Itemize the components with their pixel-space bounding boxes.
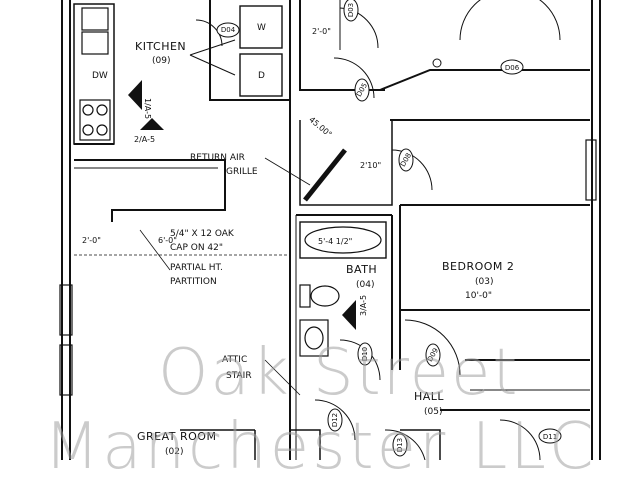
- dimension-6-0: 6'-0": [158, 236, 177, 245]
- dryer-label: D: [258, 71, 265, 81]
- dimension-2-0-top: 2'-0": [312, 27, 331, 36]
- kitchen-sink: [81, 7, 109, 31]
- toilet-tank: [299, 284, 311, 308]
- note-stair: STAIR: [226, 371, 252, 381]
- dimension-tub: 5'-4 1/2": [318, 237, 352, 246]
- note-oak-cap-2: CAP ON 42": [170, 243, 223, 253]
- burner: [96, 124, 108, 136]
- great-room-number: (02): [165, 447, 183, 457]
- note-return-air: RETURN AIR: [190, 153, 245, 163]
- door-tag-d04: D04: [216, 22, 240, 38]
- bath-label: BATH: [346, 263, 377, 276]
- door-tag-label: D12: [331, 413, 339, 427]
- door-tag-d13: D13: [392, 433, 408, 457]
- section-mark-2: 2/A-5: [134, 135, 155, 144]
- door-swing: [499, 419, 541, 460]
- burner: [82, 104, 94, 116]
- door-tag-d12: D12: [327, 408, 343, 432]
- burner: [82, 124, 94, 136]
- door-swing: [384, 429, 426, 460]
- kitchen-label: KITCHEN: [135, 40, 186, 53]
- laundry-closet: [209, 0, 291, 101]
- dimension-2-0-left: 2'-0": [82, 236, 101, 245]
- bedroom-2-number: (03): [475, 277, 493, 287]
- section-mark-3: 3/A-5: [359, 295, 368, 316]
- door-swing-double: [459, 0, 561, 41]
- hall-wall-top: [379, 69, 590, 91]
- bifold-door: [189, 39, 236, 76]
- closet-wall: [299, 0, 385, 91]
- watermark-line-1: Oak Street: [158, 336, 520, 410]
- door-tag-label: D13: [396, 438, 404, 452]
- door-tag-d10: D10: [357, 342, 373, 366]
- window-left-2: [59, 344, 73, 396]
- bath-sink: [304, 326, 324, 350]
- note-attic: ATTIC: [222, 355, 247, 365]
- section-marker-triangle: [128, 80, 142, 110]
- kitchen-range: [79, 99, 111, 141]
- dryer-box: [239, 53, 283, 97]
- floor-plan: D03 D04 D05 D06 D08 D09 D10 D11: [59, 0, 601, 460]
- bath-number: (04): [356, 280, 374, 290]
- door-tag-d06: D06: [500, 59, 524, 75]
- return-air-grille: [303, 148, 347, 202]
- great-room-label: GREAT ROOM: [137, 430, 216, 443]
- hall-number: (05): [424, 407, 442, 417]
- fixture: [432, 58, 442, 68]
- door-tag-label: D10: [361, 347, 369, 361]
- hall-label: HALL: [414, 390, 444, 403]
- kitchen-sink-2: [81, 31, 109, 55]
- door-tag-label: D11: [543, 433, 557, 441]
- door-swing: [391, 149, 433, 191]
- door-tag-d05: D05: [354, 78, 370, 102]
- door-tag-d03: D03: [343, 0, 359, 22]
- stair-wall: [290, 429, 321, 460]
- window-left: [59, 284, 73, 336]
- tub-basin: [304, 226, 382, 254]
- bathtub: [299, 221, 387, 259]
- dimension-2-10: 2'10": [360, 161, 381, 170]
- note-oak-cap-4: PARTITION: [170, 277, 217, 287]
- door-swing: [333, 57, 375, 99]
- watermark-line-2: Manchester LLC: [44, 410, 597, 484]
- kitchen-number: (09): [152, 56, 170, 66]
- washer-box: [239, 5, 283, 49]
- door-swing: [314, 399, 356, 441]
- bedroom-2-size: 10'-0": [465, 291, 492, 301]
- window-right: [585, 139, 597, 201]
- dimension-45: 45.00°: [307, 115, 333, 139]
- partial-partition: [74, 159, 226, 222]
- section-marker-triangle: [140, 118, 164, 130]
- dishwasher-label: DW: [92, 71, 108, 81]
- door-swing: [195, 19, 223, 47]
- door-tag-label: D06: [505, 64, 520, 72]
- leader-line: [264, 359, 301, 396]
- door-tag-d08: D08: [398, 148, 414, 172]
- section-marker-triangle: [342, 300, 356, 330]
- door-tag-d11: D11: [538, 428, 562, 444]
- door-tag-d09: D09: [425, 343, 441, 367]
- closet-2: [299, 120, 393, 206]
- note-oak-cap-3: PARTIAL HT.: [170, 263, 223, 273]
- washer-label: W: [257, 23, 266, 33]
- section-mark-1: 1/A-5: [143, 98, 152, 119]
- burner: [96, 104, 108, 116]
- bath-vanity: [299, 319, 329, 357]
- note-grille: GRILLE: [226, 167, 258, 177]
- leader-line: [139, 229, 171, 271]
- note-oak-cap-1: 5/4" X 12 OAK: [170, 229, 235, 239]
- toilet-bowl: [310, 285, 340, 307]
- door-tag-label: D04: [221, 26, 236, 34]
- door-tag-label: D03: [347, 3, 355, 17]
- leader-line: [264, 157, 311, 186]
- bedroom-2-label: BEDROOM 2: [442, 260, 514, 273]
- hall-closet: [400, 429, 441, 460]
- door-swing: [404, 319, 461, 376]
